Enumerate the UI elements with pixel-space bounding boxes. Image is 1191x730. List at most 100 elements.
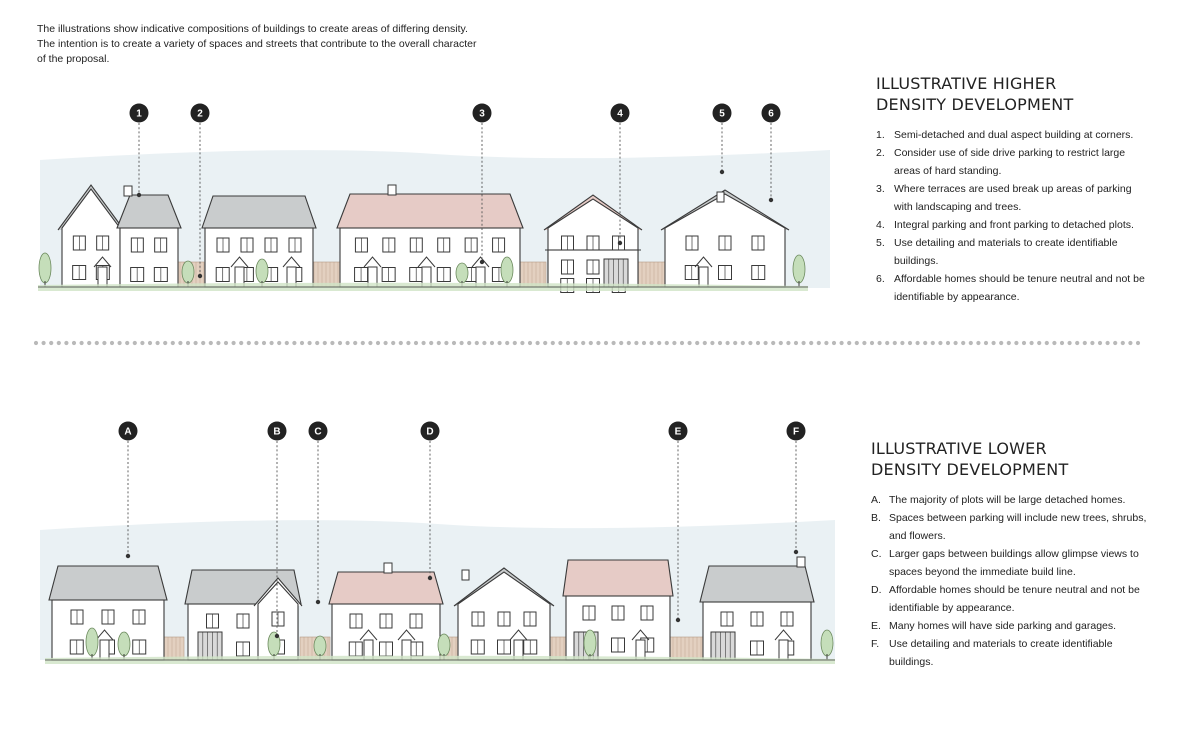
divider-dot: [383, 340, 388, 346]
house: [699, 556, 815, 661]
divider-dot: [619, 340, 624, 346]
divider-dot: [588, 340, 593, 346]
divider-dot: [657, 340, 662, 346]
door-canopy: [230, 256, 249, 268]
divider-dot: [1128, 340, 1133, 346]
callout-number: 4: [617, 109, 623, 120]
divider-dot: [930, 340, 935, 346]
note-number: E.: [871, 620, 881, 632]
divider-dot: [664, 340, 669, 346]
chimney: [796, 556, 806, 568]
divider-dot: [64, 340, 69, 346]
door: [698, 266, 709, 288]
house: [328, 562, 444, 661]
divider-dot: [322, 340, 327, 346]
divider-dot: [421, 340, 426, 346]
fence-panel: [664, 636, 704, 661]
tree-canopy: [583, 629, 597, 657]
callout-number: 1: [136, 109, 142, 120]
door-canopy: [282, 256, 301, 268]
callout-target-dot: [793, 549, 799, 555]
divider-dot: [49, 340, 54, 346]
note-line: Integral parking and front parking to de…: [894, 219, 1134, 231]
divider-dot: [626, 340, 631, 346]
callout-number: C: [314, 427, 321, 438]
tree-canopy: [255, 258, 269, 284]
house: [48, 565, 168, 661]
note-line: identifiable by appearance.: [889, 602, 1015, 614]
callout-number: F: [793, 427, 799, 438]
note-number: 6.: [876, 273, 885, 285]
divider-dot: [398, 340, 403, 346]
note-text: Use detailing and materials to create id…: [894, 234, 1176, 270]
note-line: Where terraces are used break up areas o…: [894, 183, 1132, 195]
divider-dot: [254, 340, 259, 346]
divider-dot: [961, 340, 966, 346]
house: [116, 185, 182, 288]
divider-dot: [178, 340, 183, 346]
chimney: [461, 569, 470, 581]
note-item: 2.Consider use of side drive parking to …: [876, 144, 1176, 180]
divider-dot: [687, 340, 692, 346]
divider-dot: [968, 340, 973, 346]
divider-dot: [862, 340, 867, 346]
note-line: Use detailing and materials to create id…: [894, 237, 1118, 249]
divider-dot: [1090, 340, 1095, 346]
callout-marker: C: [308, 421, 328, 605]
door: [99, 639, 110, 661]
divider-dot: [155, 340, 160, 346]
callout-badge: [420, 421, 440, 441]
callout-number: 3: [479, 109, 485, 120]
divider-dot: [482, 340, 487, 346]
fence: [637, 261, 667, 288]
callout-number: D: [426, 427, 433, 438]
divider-dot: [497, 340, 502, 346]
chimney: [387, 184, 397, 196]
divider-dot: [239, 340, 244, 346]
door-canopy: [471, 256, 490, 268]
note-item: 5.Use detailing and materials to create …: [876, 234, 1176, 270]
divider-dot: [94, 340, 99, 346]
callout-badge: [668, 421, 688, 441]
tree-canopy: [181, 260, 195, 284]
divider-dot: [429, 340, 434, 346]
divider-dot: [824, 340, 829, 346]
divider-dot: [79, 340, 84, 346]
divider-dot: [923, 340, 928, 346]
note-item: E.Many homes will have side parking and …: [871, 617, 1176, 635]
divider-dot: [125, 340, 130, 346]
note-item: A.The majority of plots will be large de…: [871, 491, 1176, 509]
divider-dot: [869, 340, 875, 346]
higher-density-notes: 1.Semi-detached and dual aspect building…: [876, 126, 1176, 306]
house: [562, 559, 674, 661]
section-divider: [33, 340, 1141, 346]
divider-dot: [277, 340, 282, 346]
divider-dot: [755, 340, 761, 346]
note-item: 3.Where terraces are used break up areas…: [876, 180, 1176, 216]
divider-dot: [231, 340, 236, 346]
divider-dot: [368, 340, 373, 346]
divider-dot: [809, 340, 814, 346]
house: [336, 184, 524, 288]
divider-dot: [679, 340, 685, 346]
door-canopy: [359, 629, 378, 641]
note-text: Larger gaps between buildings allow glim…: [889, 545, 1176, 581]
note-line: with landscaping and trees.: [894, 201, 1022, 213]
fence-panel: [515, 261, 547, 288]
divider-dot: [1135, 340, 1141, 346]
note-line: Affordable homes should be tenure neutra…: [889, 584, 1140, 596]
divider-dot: [1082, 340, 1087, 346]
lower-density-title-line1: ILLUSTRATIVE LOWER: [871, 439, 1047, 458]
garage-door: [710, 631, 736, 661]
divider-dot: [733, 340, 738, 346]
divider-dot: [1006, 340, 1011, 346]
divider-dot: [117, 340, 122, 346]
note-number: D.: [871, 584, 882, 596]
note-item: F.Use detailing and materials to create …: [871, 635, 1176, 671]
divider-dot: [102, 340, 107, 346]
divider-dot: [596, 340, 601, 346]
divider-dot: [938, 340, 943, 346]
note-line: Use detailing and materials to create id…: [889, 638, 1113, 650]
divider-dot: [945, 340, 951, 346]
